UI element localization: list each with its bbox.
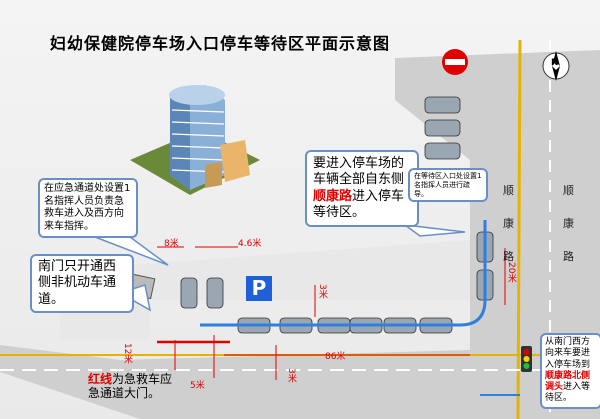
dimension-label-3m-south: 3米: [286, 368, 296, 383]
north-label: N: [551, 58, 559, 68]
note-south-flow-road: 顺康路北侧调头: [545, 370, 591, 392]
note-red-line: 红线为急救车应急通道大门。: [88, 372, 176, 401]
dimension-label-8m: 8米: [164, 239, 179, 249]
dimension-label-5m: 5米: [190, 381, 205, 391]
road-name-char-1-east: 顺: [563, 184, 574, 197]
cars-north: [424, 96, 461, 160]
road-name-char-2: 康: [503, 217, 514, 230]
note-east-queue-post: 进入停车等待区。: [313, 188, 405, 220]
note-east-queue-road: 顺康路: [313, 188, 353, 204]
note-red-line-label: 红线: [88, 372, 113, 386]
road-name-char-3: 路: [503, 250, 514, 263]
dimension-label-12m: 12米: [122, 343, 132, 364]
road-name-char-1: 顺: [503, 184, 514, 197]
callout-pointer-queue: [402, 223, 466, 237]
dimension-label-4-6m: 4.6米: [238, 239, 262, 249]
no-entry-sign-icon: [442, 49, 468, 75]
dimension-lines: [157, 246, 506, 380]
note-south-gate-text: 南门只开通西侧非机动车通道。: [38, 259, 117, 307]
cars-entry: [180, 277, 224, 309]
hospital-building: [169, 85, 250, 190]
road-name-char-3-east: 路: [563, 250, 574, 263]
note-command-post-text: 在应急通道处设置1名指挥人员负责急救车进入及西方向来车指挥。: [44, 183, 131, 232]
traffic-light-icon: [521, 346, 532, 372]
dimension-label-3m-parking: 3米: [317, 284, 327, 299]
queue-route: [200, 220, 487, 327]
note-south-flow-pre: 从南门西方向来车要进入停车场到: [545, 337, 591, 370]
note-south-flow: 从南门西方向来车要进入停车场到顺康路北侧调头进入等待区。: [540, 333, 600, 409]
dimension-label-20m: 20米: [506, 262, 516, 283]
road-name-char-2-east: 康: [563, 217, 574, 230]
note-south-gate: 南门只开通西侧非机动车通道。: [30, 254, 134, 313]
parking-sign: [246, 276, 272, 301]
road-surface: [0, 50, 600, 419]
note-east-queue: 要进入停车场的车辆全部自东侧顺康路进入停车等待区。: [305, 150, 419, 227]
note-east-queue-pre: 要进入停车场的车辆全部自东侧: [313, 156, 405, 188]
dimension-label-86m: 86米: [325, 352, 346, 362]
note-queue-guide-text: 在等待区入口处设置1名指挥人员进行疏导。: [414, 172, 482, 198]
page-title: 妇幼保健院停车场入口停车等待区平面示意图: [50, 34, 391, 53]
note-queue-guide: 在等待区入口处设置1名指挥人员进行疏导。: [408, 168, 488, 203]
note-south-flow-post: 进入等待区。: [545, 382, 591, 404]
north-arrow-icon: [542, 51, 570, 81]
parking-icon: P: [251, 276, 267, 300]
note-command-post: 在应急通道处设置1名指挥人员负责急救车进入及西方向来车指挥。: [38, 178, 138, 238]
yellow-lane-line: [516, 39, 522, 419]
note-red-line-text: 为急救车应急通道大门。: [88, 372, 173, 401]
